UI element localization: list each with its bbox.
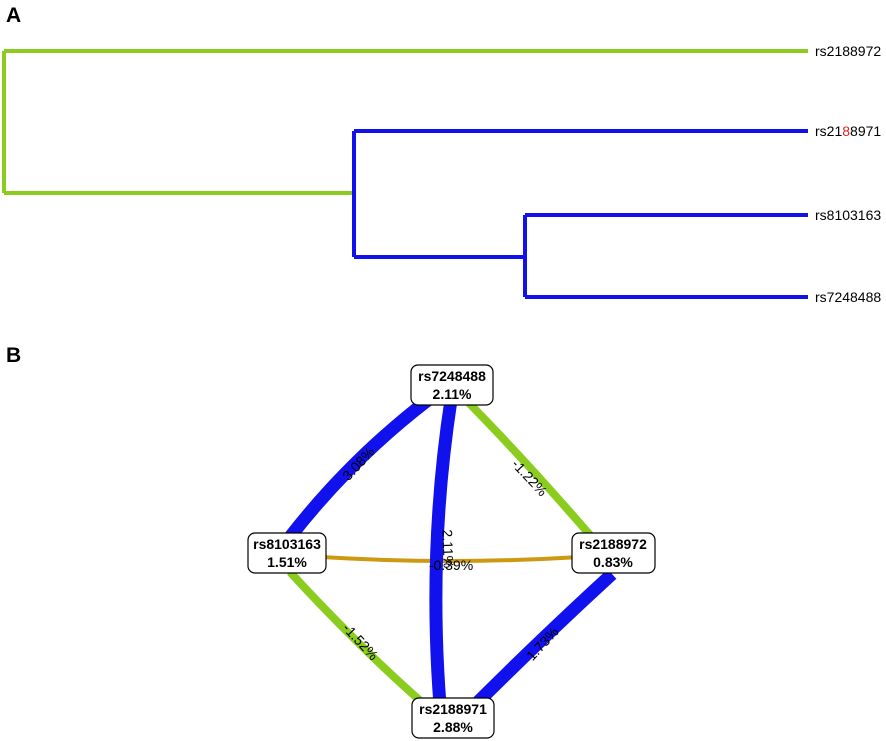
dendrogram-leaf-labels: rs2188972 rs2188971 rs8103163 rs7248488 (815, 43, 881, 305)
node-rs2188972: rs2188972 0.83% (571, 532, 656, 574)
node-name: rs2188971 (419, 701, 487, 717)
edge-rs7248488-rs2188972 (463, 397, 594, 538)
edge-rs2188972-rs2188971 (470, 569, 617, 710)
edge-rs8103163-rs2188971 (287, 569, 428, 709)
edge-rs8103163-rs2188972 (321, 555, 581, 563)
node-value: 2.88% (433, 719, 473, 735)
panel-b-label: B (6, 344, 21, 367)
node-name: rs2188972 (579, 536, 647, 552)
leaf-label-rs2188971: rs2188971 (815, 123, 881, 139)
node-rs2188971: rs2188971 2.88% (411, 697, 495, 739)
node-name: rs7248488 (418, 368, 486, 384)
edge-labels: 3.08% -1.22% 2.11% -0.39% -1.52% 1.73% (339, 444, 562, 664)
node-name: rs8103163 (253, 536, 321, 552)
network (284, 394, 617, 710)
node-value: 1.51% (267, 554, 307, 570)
node-rs8103163: rs8103163 1.51% (247, 532, 327, 574)
edge-label-rs8103163-rs2188971: -1.52% (340, 620, 382, 663)
panel-a-label: A (6, 4, 21, 27)
node-value: 0.83% (593, 554, 633, 570)
node-value: 2.11% (433, 386, 472, 402)
edge-rs7248488-rs8103163 (284, 394, 432, 541)
node-rs7248488: rs7248488 2.11% (410, 364, 494, 406)
edge-label-rs8103163-rs2188972: -0.39% (429, 557, 473, 573)
edge-label-rs7248488-rs8103163: 3.08% (339, 444, 378, 484)
leaf-label-rs8103163: rs8103163 (815, 207, 881, 223)
network-nodes: rs7248488 2.11% rs8103163 1.51% rs218897… (247, 364, 656, 739)
edge-label-rs7248488-rs2188971: 2.11% (439, 529, 456, 568)
leaf-label-rs7248488: rs7248488 (815, 289, 881, 305)
edge-rs7248488-rs2188971 (429, 399, 458, 706)
dendrogram (2, 49, 808, 299)
leaf-label-highlight: 8 (842, 123, 850, 139)
leaf-label-rs2188972: rs2188972 (815, 43, 881, 59)
